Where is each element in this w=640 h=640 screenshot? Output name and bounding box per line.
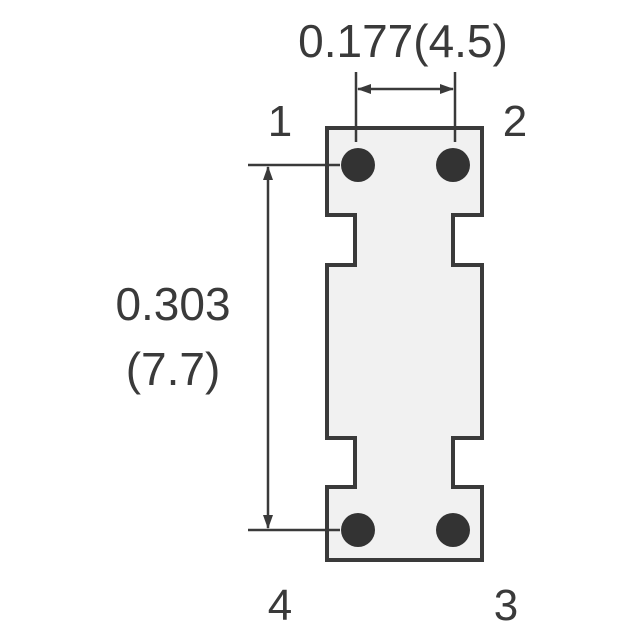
pad-4	[341, 513, 375, 547]
height-dimension-label-inch: 0.303	[115, 278, 230, 330]
pin-label-2: 2	[503, 97, 527, 146]
height-dimension-label-mm: (7.7)	[126, 343, 221, 395]
pin-label-1: 1	[268, 97, 292, 146]
pad-1	[341, 148, 375, 182]
width-dimension-label: 0.177(4.5)	[298, 15, 508, 67]
package-body	[325, 126, 484, 562]
pin-label-3: 3	[494, 581, 518, 630]
pad-2	[436, 148, 470, 182]
pin-label-4: 4	[268, 581, 292, 630]
pad-3	[436, 513, 470, 547]
